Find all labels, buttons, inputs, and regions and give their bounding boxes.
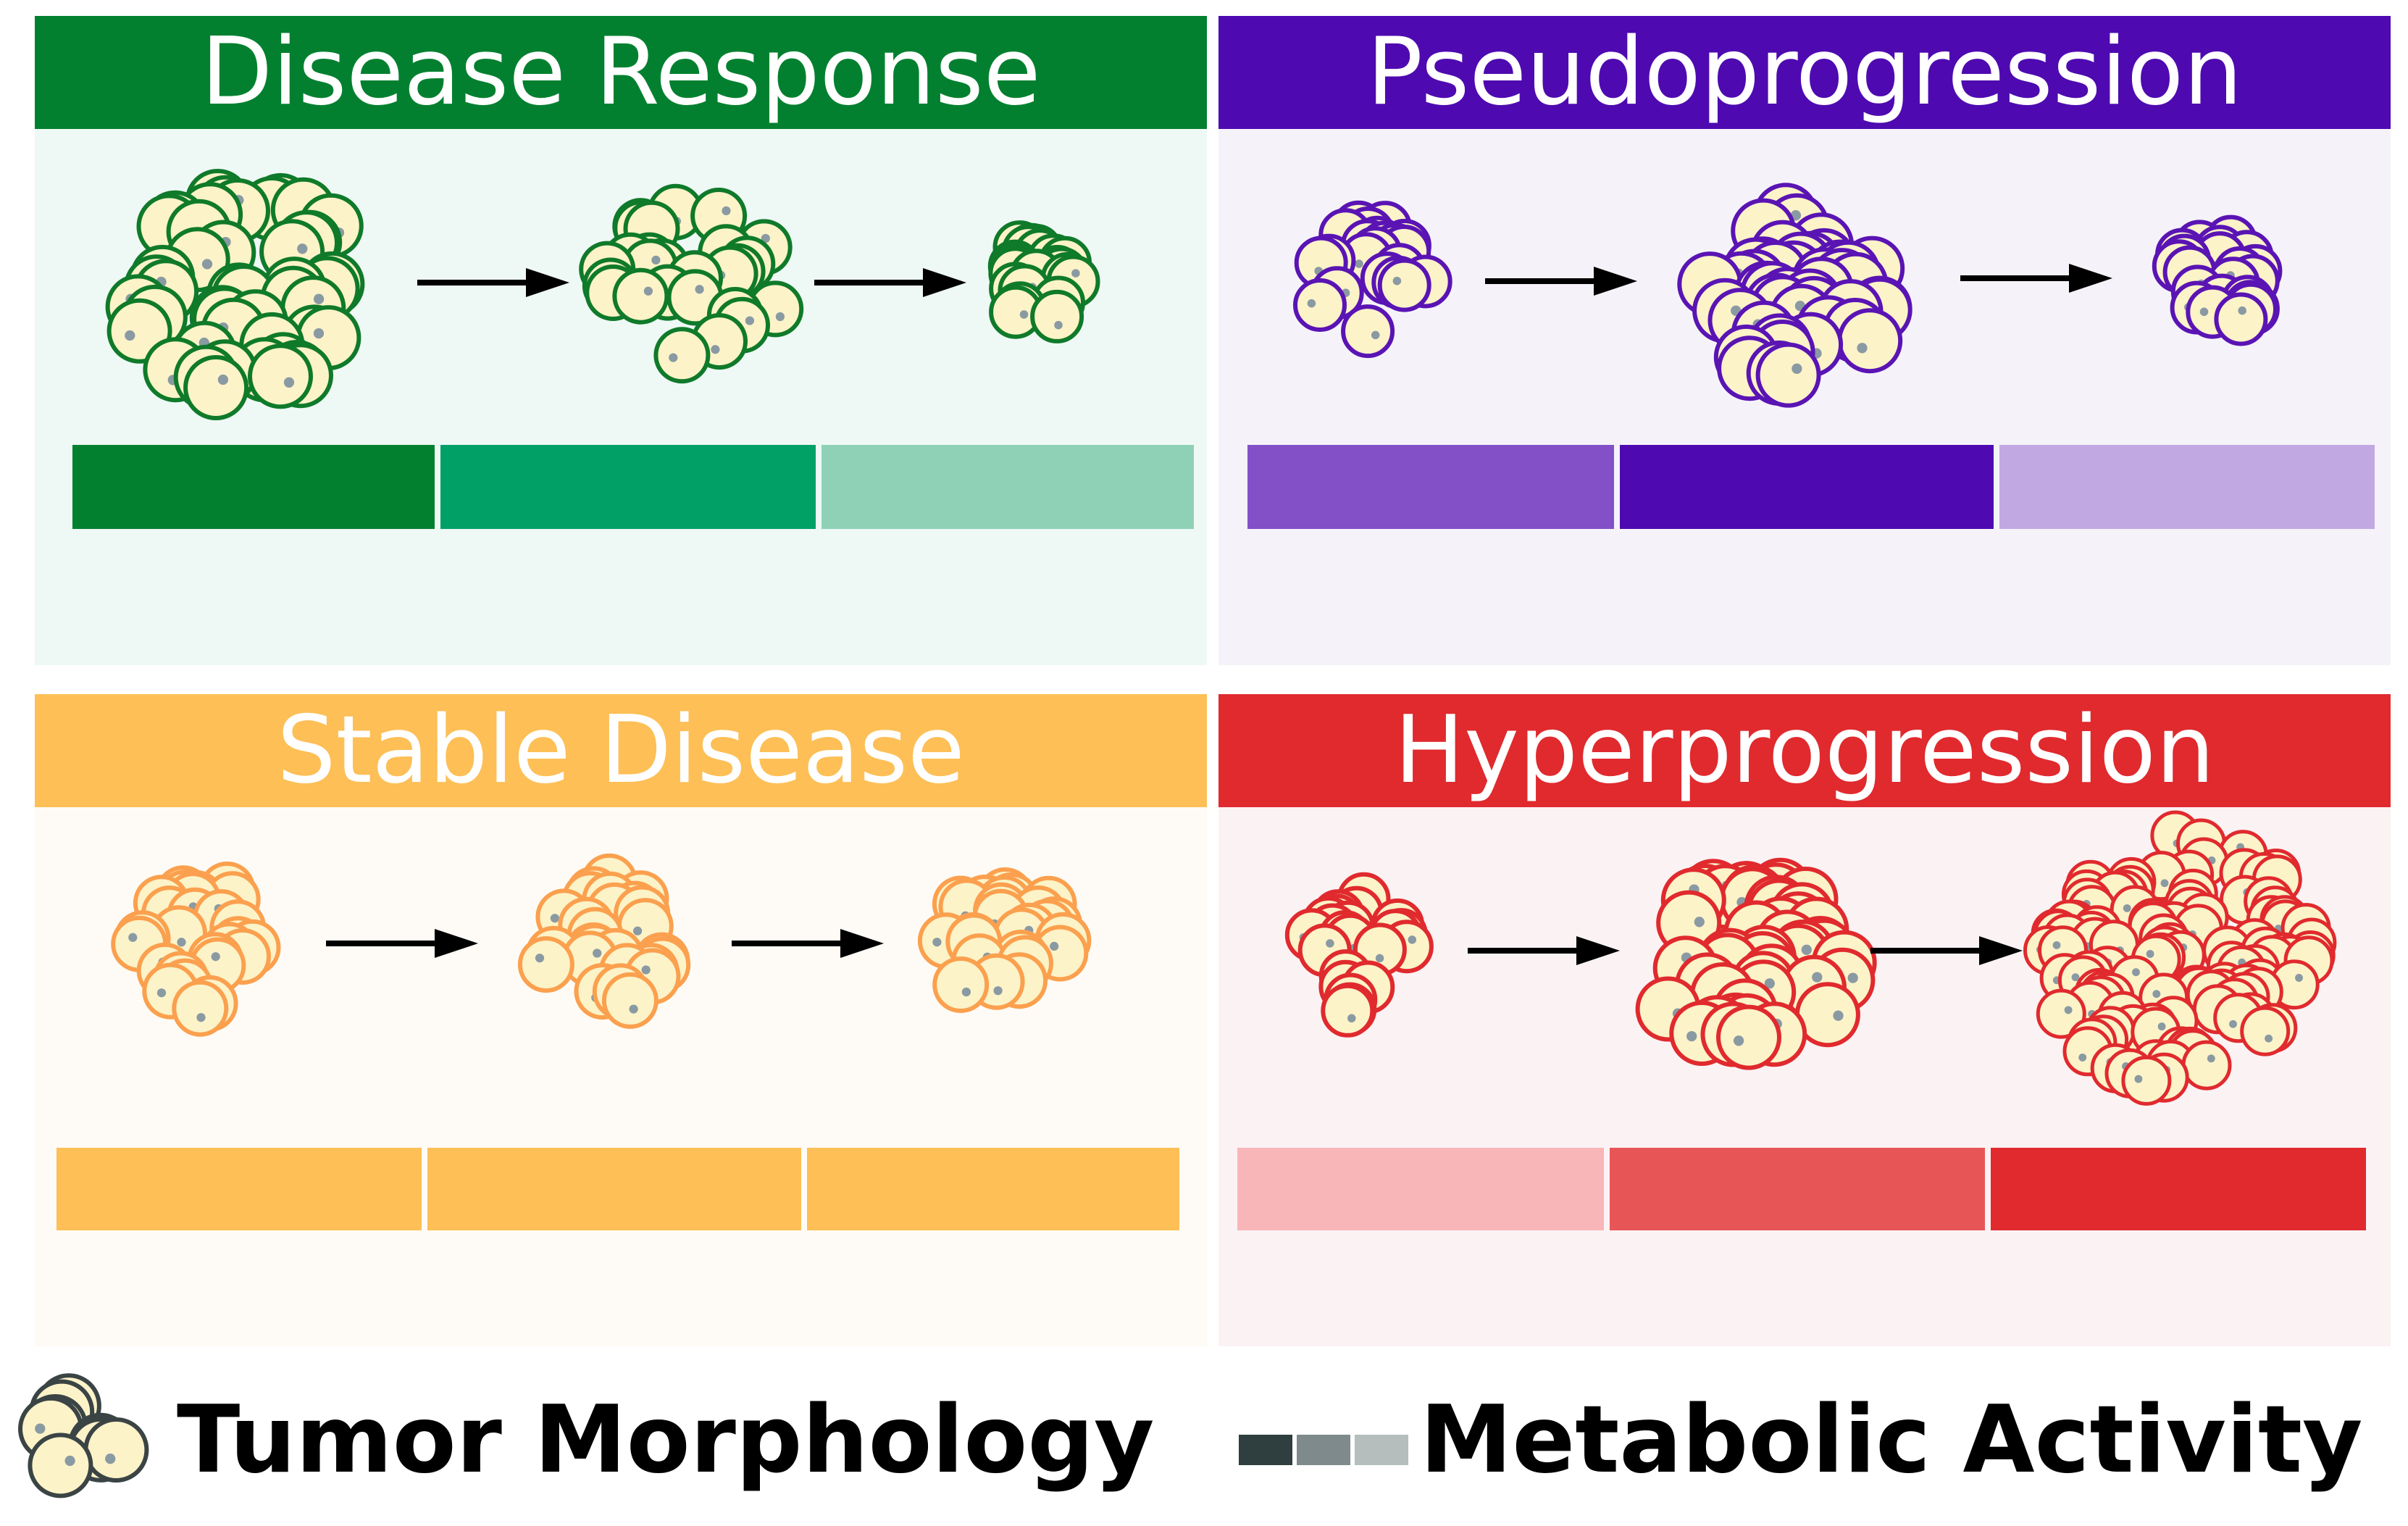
tumor-cell [932,956,990,1013]
panel-stable-disease: Stable Disease [35,694,1207,1346]
legend-metabolic-label: Metabolic Activity [1420,1386,2363,1494]
tumor-cluster [506,851,701,1039]
metabolic-bar-segment [1991,1148,2366,1230]
tumor-cell [1030,289,1084,343]
tumor-cell [1716,1004,1781,1070]
legend-metabolic-swatch [1239,1435,1292,1465]
legend-tumor-icon [10,1358,165,1513]
panel-title: Disease Response [35,16,1207,129]
metabolic-bar-segment [1247,445,1614,529]
panel-body [1218,129,2391,665]
arrow-icon [1870,936,2023,965]
tumor-cluster [1620,836,1881,1090]
progression-arrow [417,268,569,297]
panel-title: Hyperprogression [1218,694,2391,807]
arrow-icon [732,929,884,958]
tumor-cluster [1672,180,1918,419]
panel-body [35,807,1207,1346]
tumor-cluster [2010,807,2343,1112]
metabolic-bar-segment [72,445,435,529]
metabolic-bar-segment [1610,1148,1985,1230]
tumor-cell [248,343,313,409]
progression-arrow [326,929,478,958]
tumor-cell [83,1417,149,1483]
tumor-cell [2240,1006,2291,1056]
tumor-cluster [2137,209,2289,361]
tumor-cell [1837,308,1903,374]
tumor-cell [183,355,249,420]
panel-title: Stable Disease [35,694,1207,807]
arrow-icon [326,929,478,958]
metabolic-bar-segment [1237,1148,1604,1230]
tumor-cluster [969,209,1114,354]
metabolic-bar-segment [822,445,1194,529]
arrow-icon [1468,936,1620,965]
tumor-cell [1794,982,1860,1048]
panel-pseudoprogression: Pseudoprogression [1218,16,2391,665]
tumor-cluster [100,158,404,448]
progression-arrow [1468,936,1620,965]
tumor-cell [1341,304,1395,359]
arrow-icon [814,268,966,297]
tumor-cell [172,980,229,1037]
tumor-cell [28,1433,93,1498]
progression-arrow [1960,264,2112,293]
panel-hyperprogression: Hyperprogression [1218,694,2391,1346]
metabolic-bar-segment [807,1148,1179,1230]
tumor-cluster [1284,194,1458,368]
tumor-cluster [1272,870,1443,1041]
arrow-icon [1485,267,1637,296]
metabolic-bar-segment [1620,445,1994,529]
panel-disease-response: Disease Response [35,16,1207,665]
tumor-cell [1755,342,1821,408]
legend-metabolic-swatch [1297,1435,1350,1465]
progression-arrow [1870,936,2023,965]
tumor-cell [1293,278,1347,332]
metabolic-bar-segment [427,1148,801,1230]
legend-metabolic-swatch [1355,1435,1408,1465]
tumor-cluster [913,851,1108,1039]
tumor-cell [601,972,659,1029]
tumor-cell [1377,258,1431,312]
panel-body [1218,807,2391,1346]
tumor-cell [612,267,669,325]
metabolic-bar-segment [440,445,816,529]
tumor-cell [2214,292,2268,346]
tumor-cluster [574,180,813,390]
tumor-cell [2121,1055,2172,1106]
panel-title: Pseudoprogression [1218,16,2391,129]
panel-body [35,129,1207,665]
tumor-cell [2036,988,2086,1039]
arrow-icon [1960,264,2112,293]
tumor-cell [517,936,574,993]
tumor-cell [653,327,711,384]
tumor-cell [2181,1040,2232,1091]
legend-morphology-label: Tumor Morphology [177,1386,1155,1494]
tumor-cluster [100,851,296,1039]
progression-arrow [1485,267,1637,296]
progression-arrow [732,929,884,958]
tumor-cell [1321,983,1375,1038]
progression-arrow [814,268,966,297]
arrow-icon [417,268,569,297]
metabolic-bar-segment [1999,445,2375,529]
metabolic-bar-segment [57,1148,422,1230]
